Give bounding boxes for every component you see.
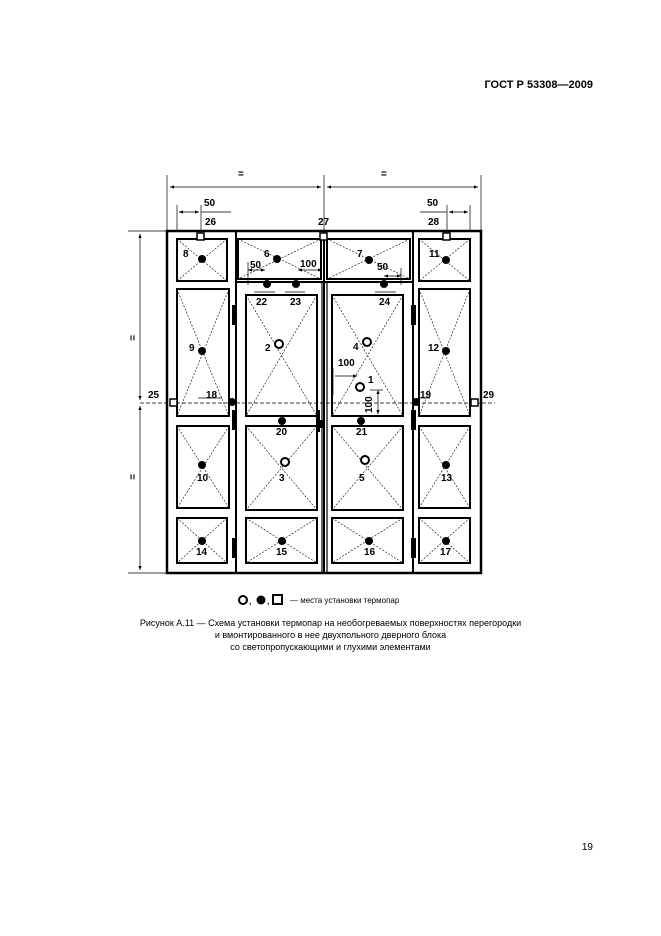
point-label: 11 — [429, 249, 440, 260]
square-sensors — [169, 232, 479, 407]
point-label: 8 — [183, 249, 189, 260]
point-label: 24 — [379, 297, 391, 308]
point-label: 6 — [264, 249, 270, 260]
point-label: 13 — [441, 473, 453, 484]
point-label: 16 — [364, 547, 376, 558]
point-label: 20 — [276, 427, 288, 438]
dim-100-horizontal: 100 — [338, 358, 355, 369]
point-label: 25 — [148, 390, 160, 401]
legend-square-icon — [272, 594, 283, 605]
dim-50-left: 50 — [204, 198, 216, 209]
point-label: 17 — [440, 547, 452, 558]
document-code: ГОСТ Р 53308—2009 — [484, 79, 593, 91]
point-label: 29 — [483, 390, 495, 401]
dim-50-right: 50 — [427, 198, 439, 209]
door-hinges — [232, 305, 416, 558]
point-label: 15 — [276, 547, 288, 558]
point-label: 12 — [428, 343, 440, 354]
point-label: 28 — [428, 217, 440, 228]
point-label: 21 — [356, 427, 368, 438]
legend-symbols: , , — [238, 594, 283, 606]
point-label: 1 — [368, 375, 374, 386]
point-label: 7 — [357, 249, 363, 260]
dim-eq-left: = — [238, 169, 244, 180]
point-label: 2 — [265, 343, 271, 354]
filled-dot-sensors — [198, 255, 450, 545]
legend-ring-icon — [238, 595, 248, 605]
legend-separator: , — [249, 597, 251, 606]
point-label: 19 — [420, 390, 432, 401]
dim-eq-height-bottom: = — [126, 474, 137, 480]
dimension-lines — [128, 175, 482, 574]
dim-50-inner-left: 50 — [250, 260, 262, 271]
legend-separator: , — [267, 597, 269, 606]
legend-text: — места установки термопар — [290, 596, 400, 605]
dim-eq-right: = — [381, 169, 387, 180]
point-label: 3 — [279, 473, 285, 484]
point-label: 5 — [359, 473, 365, 484]
point-label: 9 — [189, 343, 195, 354]
point-label: 18 — [206, 390, 218, 401]
dim-100-vertical: 100 — [364, 396, 375, 413]
point-label: 22 — [256, 297, 268, 308]
dim-100-top: 100 — [300, 259, 317, 270]
caption-line: и вмонтированного в нее двухпольного две… — [214, 630, 447, 640]
caption-line: со светопропускающими и глухими элемента… — [230, 642, 431, 652]
figure-caption: Рисунок А.11 — Схема установки термопар … — [100, 617, 561, 653]
dim-50-inner-right: 50 — [377, 262, 389, 273]
point-label: 27 — [318, 217, 330, 228]
point-label: 14 — [196, 547, 208, 558]
point-label: 4 — [353, 342, 359, 353]
point-label: 26 — [205, 217, 217, 228]
caption-line: Рисунок А.11 — Схема установки термопар … — [139, 618, 522, 628]
point-label: 23 — [290, 297, 302, 308]
point-label: 10 — [197, 473, 209, 484]
page-number: 19 — [581, 842, 593, 853]
dim-eq-height-top: = — [126, 335, 137, 341]
ring-sensors — [274, 337, 372, 467]
legend-dot-icon — [256, 595, 266, 605]
